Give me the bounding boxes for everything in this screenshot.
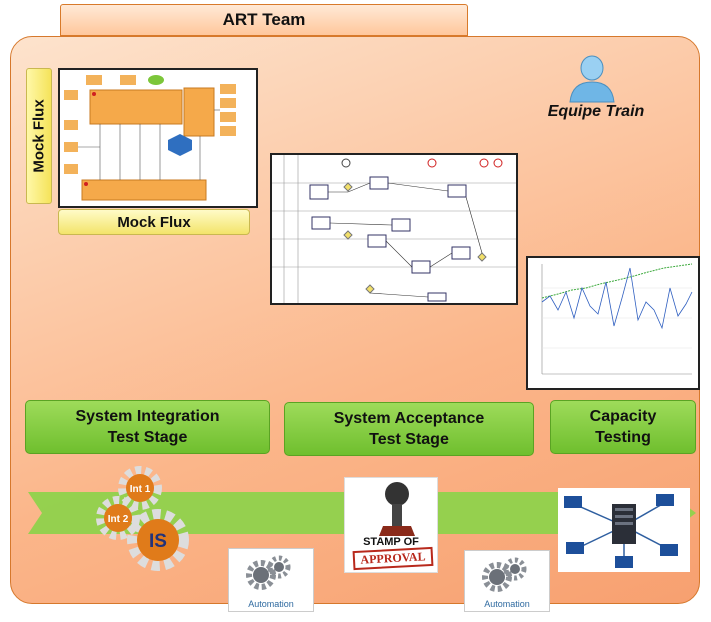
server-network-image [558,488,690,572]
mock-flux-side-label: Mock Flux [30,99,48,173]
person-icon [569,55,615,103]
swimlane-graphic [272,155,516,303]
capacity-chart-graphic [541,263,693,375]
stage-2-line2: Test Stage [369,431,449,448]
mock-flux-diagram-graphic [64,75,236,201]
stage-1-line1: System Integration [75,408,220,425]
system-integration-stage: System Integration Test Stage [25,400,270,454]
mock-flux-diagram [58,68,258,208]
automation-badge-2: Automation [464,550,550,612]
gear-is-label: IS [149,531,167,552]
automation-gears-icon [482,557,527,592]
capacity-line-chart [526,256,700,390]
stage-3-line2: Testing [595,429,651,446]
gear-int-1-label: Int 1 [130,484,151,495]
server-network-icon [564,494,678,568]
header-title: ART Team [222,10,306,29]
capacity-testing-stage: Capacity Testing [550,400,696,454]
mock-flux-label-text: Mock Flux [117,213,191,231]
header-tab: ART Team [60,4,468,36]
automation-gears-icon [246,555,291,590]
stage-3-line1: Capacity [589,408,657,425]
system-acceptance-stage: System Acceptance Test Stage [284,402,534,456]
stamp-of-approval: STAMP OF APPROVAL [344,477,438,573]
stage-1-line2: Test Stage [107,429,188,446]
gear-int-2-label: Int 2 [108,514,129,525]
stamp-icon [353,482,429,566]
process-swimlane-diagram [270,153,518,305]
mock-flux-label: Mock Flux [58,209,250,235]
automation-badge-1: Automation [228,548,314,612]
integration-gears-icon: Int 1 Int 2 IS [96,466,189,571]
team-label: Equipe Train [547,103,645,120]
stamp-line1: STAMP OF [363,536,419,548]
automation-label-2: Automation [484,599,530,609]
mock-flux-side-tag: Mock Flux [26,68,52,204]
stage-2-line1: System Acceptance [333,410,485,427]
automation-label-1: Automation [248,599,294,609]
